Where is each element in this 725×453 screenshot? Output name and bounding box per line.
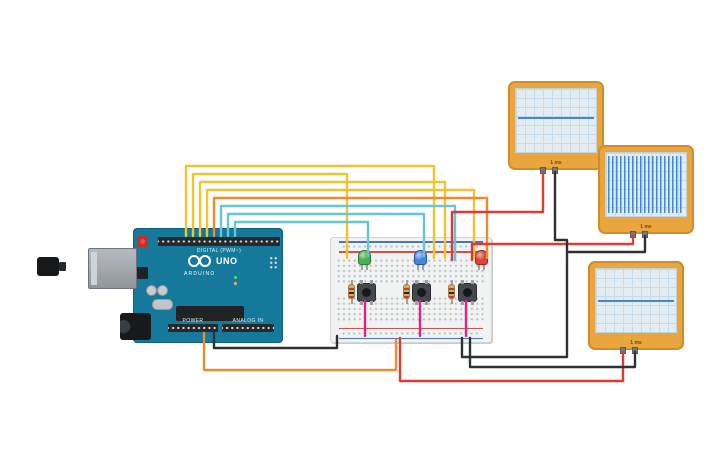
led-green[interactable] bbox=[358, 250, 371, 270]
arduino-uno-board[interactable]: DIGITAL (PWM~) UNO ARDUINO POWER ANALOG … bbox=[88, 228, 283, 343]
oscilloscope-3[interactable]: 1 ms bbox=[588, 261, 684, 354]
oscilloscope-2-screen bbox=[605, 152, 687, 217]
resistor-1[interactable] bbox=[348, 280, 355, 304]
bottom-rail-negative-line bbox=[339, 337, 483, 339]
reset-button-cap bbox=[140, 239, 145, 244]
board-model-label: UNO bbox=[216, 256, 238, 266]
wire-black-scope2-gnd[interactable] bbox=[565, 234, 647, 254]
digital-header-label: DIGITAL (PWM~) bbox=[196, 248, 242, 254]
oscilloscope-2-trace bbox=[608, 156, 684, 213]
oscilloscope-1-trace bbox=[518, 117, 594, 119]
resistor-2[interactable] bbox=[403, 280, 410, 304]
wire-red-scope2[interactable] bbox=[470, 234, 635, 262]
reset-button[interactable] bbox=[137, 236, 148, 247]
led-red-bulb bbox=[475, 250, 488, 265]
pin13-led bbox=[234, 282, 237, 285]
power-jack bbox=[120, 313, 151, 340]
oscilloscope-3-trace bbox=[598, 300, 674, 302]
led-blue[interactable] bbox=[414, 250, 427, 270]
resistor-3-body bbox=[448, 284, 455, 299]
capacitor bbox=[157, 285, 168, 296]
oscilloscope-3-screen bbox=[595, 268, 677, 333]
voltage-regulator bbox=[137, 267, 148, 279]
resistor-3[interactable] bbox=[448, 280, 455, 304]
top-rail-holes[interactable] bbox=[341, 244, 481, 249]
arduino-infinity-logo bbox=[188, 255, 211, 267]
oscilloscope-1-screen bbox=[515, 88, 597, 153]
crystal-oscillator bbox=[152, 299, 173, 310]
oscilloscope-1[interactable]: 1 ms bbox=[508, 81, 604, 174]
power-pin-header[interactable] bbox=[168, 324, 218, 332]
usb-connector bbox=[88, 248, 137, 289]
digital-pin-header[interactable] bbox=[158, 237, 280, 246]
capacitor bbox=[146, 285, 157, 296]
oscilloscope-2-ground-pin[interactable] bbox=[642, 231, 648, 238]
power-on-led bbox=[234, 276, 237, 279]
oscilloscope-1-signal-pin[interactable] bbox=[540, 167, 546, 174]
board-brand-label: ARDUINO bbox=[184, 271, 216, 277]
oscilloscope-2-time-label: 1 ms bbox=[640, 224, 652, 230]
icsp-header bbox=[269, 256, 278, 269]
led-green-bulb bbox=[358, 250, 371, 265]
analog-pin-header[interactable] bbox=[222, 324, 274, 332]
led-red[interactable] bbox=[475, 250, 488, 270]
power-header-label: POWER bbox=[182, 318, 204, 324]
atmega-chip bbox=[176, 306, 244, 321]
led-blue-bulb bbox=[414, 250, 427, 265]
pushbutton-2[interactable] bbox=[412, 280, 431, 302]
oscilloscope-1-time-label: 1 ms bbox=[550, 160, 562, 166]
oscilloscope-2[interactable]: 1 ms bbox=[598, 145, 694, 238]
pushbutton-3[interactable] bbox=[458, 280, 477, 302]
oscilloscope-3-signal-pin[interactable] bbox=[620, 347, 626, 354]
usb-cable-plug[interactable] bbox=[37, 257, 66, 276]
usb-cable-tip bbox=[59, 262, 66, 271]
bottom-rail-holes[interactable] bbox=[341, 331, 481, 336]
bottom-rail-positive-line bbox=[339, 327, 483, 329]
oscilloscope-3-ground-pin[interactable] bbox=[632, 347, 638, 354]
analog-header-label: ANALOG IN bbox=[232, 318, 264, 324]
resistor-1-body bbox=[348, 284, 355, 299]
pushbutton-1[interactable] bbox=[357, 280, 376, 302]
resistor-2-body bbox=[403, 284, 410, 299]
oscilloscope-2-signal-pin[interactable] bbox=[630, 231, 636, 238]
top-rail-negative-line bbox=[339, 241, 483, 243]
oscilloscope-1-ground-pin[interactable] bbox=[552, 167, 558, 174]
oscilloscope-3-time-label: 1 ms bbox=[630, 340, 642, 346]
usb-connector-face bbox=[91, 252, 97, 285]
